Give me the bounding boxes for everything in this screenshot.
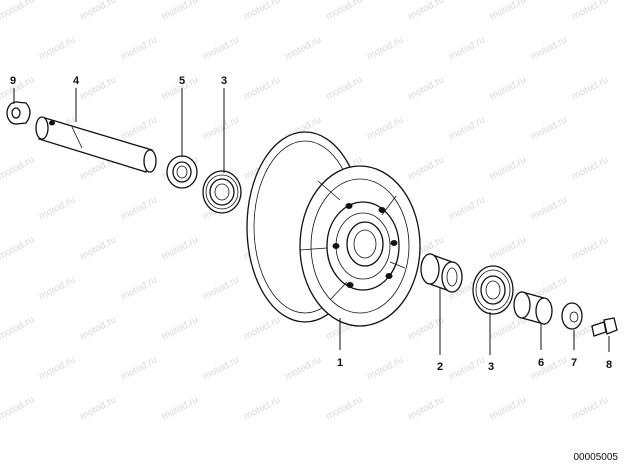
watermark-text: motod.ru — [447, 114, 487, 142]
watermark-text: motod.ru — [201, 354, 241, 382]
watermark-text: motod.ru — [119, 194, 159, 222]
callout-label: 1 — [337, 357, 343, 369]
watermark-text: motod.ru — [570, 394, 610, 422]
watermark-text: motod.ru — [78, 74, 118, 102]
watermark-text: motod.ru — [160, 0, 200, 23]
watermark-text: motod.ru — [201, 114, 241, 142]
watermark-text: motod.ru — [283, 354, 323, 382]
document-id: 00005005 — [574, 452, 619, 463]
callout-label: 3 — [221, 75, 227, 87]
watermark-text: motod.ru — [324, 74, 364, 102]
callout-label: 3 — [488, 361, 494, 373]
watermark-text: motod.ru — [488, 154, 528, 182]
watermark-text: motod.ru — [37, 354, 77, 382]
part-5-seal — [166, 155, 198, 189]
callout-label: 7 — [571, 357, 577, 369]
watermark-text: motod.ru — [201, 274, 241, 302]
callout-label: 5 — [179, 75, 185, 87]
watermark-text: motod.ru — [570, 0, 610, 23]
watermark-text: motod.ru — [406, 394, 446, 422]
part-3-bearing-right — [472, 265, 514, 315]
watermark-text: motod.ru — [119, 274, 159, 302]
watermark-text: motod.ru — [0, 234, 36, 262]
watermark-text: motod.ru — [0, 74, 36, 102]
watermark-text: motod.ru — [242, 0, 282, 23]
watermark-text: motod.ru — [0, 314, 36, 342]
callout-labels: 9 4 5 3 1 2 3 6 7 8 — [10, 75, 612, 373]
watermark-text: motod.ru — [0, 154, 36, 182]
watermark-text: motod.ru — [447, 354, 487, 382]
watermark-text: motod.ru — [406, 0, 446, 23]
part-6-bushing — [513, 291, 553, 325]
watermark-text: motod.ru — [160, 394, 200, 422]
watermark-text: motod.ru — [160, 314, 200, 342]
watermark-text: motod.ru — [570, 234, 610, 262]
watermark-text: motod.ru — [37, 34, 77, 62]
watermark-text: motod.ru — [488, 74, 528, 102]
watermark-text: motod.ru — [406, 154, 446, 182]
watermark-text: motod.ru — [488, 0, 528, 23]
watermark-text: motod.ru — [406, 74, 446, 102]
watermark-text: motod.ru — [529, 34, 569, 62]
watermark-text: motod.ru — [37, 194, 77, 222]
watermark-text: motod.ru — [529, 354, 569, 382]
watermark-text: motod.ru — [365, 114, 405, 142]
part-7-washer — [561, 302, 583, 330]
watermark-text: motod.ru — [283, 34, 323, 62]
watermark-text: motod.ru — [119, 114, 159, 142]
watermark-text: motod.ru — [119, 34, 159, 62]
watermark-text: motod.ru — [570, 154, 610, 182]
watermark-text: motod.ru — [242, 394, 282, 422]
part-1-wheel-hub — [246, 131, 421, 327]
watermark-text: motod.ru — [78, 0, 118, 23]
watermark-text: motod.ru — [365, 34, 405, 62]
watermark-text: motod.ru — [488, 234, 528, 262]
part-2-spacer-sleeve — [420, 253, 463, 293]
watermark-text: motod.ru — [529, 194, 569, 222]
watermark-text: motod.ru — [529, 114, 569, 142]
callout-label: 6 — [538, 357, 544, 369]
watermark-text: motod.ru — [0, 0, 36, 23]
watermark-text: motod.ru — [324, 394, 364, 422]
watermark-text: motod.ru — [37, 274, 77, 302]
leader-lines — [13, 88, 610, 355]
watermark-text: motod.ru — [78, 394, 118, 422]
part-8-bolt — [591, 317, 618, 337]
part-3-bearing-left — [202, 170, 242, 214]
watermark-text: motod.ru — [78, 314, 118, 342]
watermark-text: motod.ru — [365, 354, 405, 382]
watermark-text: motod.ru — [488, 394, 528, 422]
watermark-text: motod.ru — [0, 394, 36, 422]
part-9-end-cap — [6, 101, 31, 125]
callout-label: 8 — [606, 359, 612, 371]
part-4-axle — [35, 116, 157, 173]
watermark-text: motod.ru — [119, 354, 159, 382]
watermark-text: motod.ru — [447, 194, 487, 222]
watermark-text: motod.ru — [570, 74, 610, 102]
callout-label: 4 — [73, 75, 80, 87]
callout-label: 2 — [437, 361, 443, 373]
watermark-text: motod.ru — [447, 34, 487, 62]
watermark-text: motod.ru — [242, 314, 282, 342]
callout-label: 9 — [10, 75, 16, 87]
watermark-text: motod.ru — [160, 234, 200, 262]
watermark-text: motod.ru — [324, 0, 364, 23]
watermark-text: motod.ru — [201, 34, 241, 62]
watermark-text: motod.ru — [242, 74, 282, 102]
watermark-text: motod.ru — [78, 234, 118, 262]
